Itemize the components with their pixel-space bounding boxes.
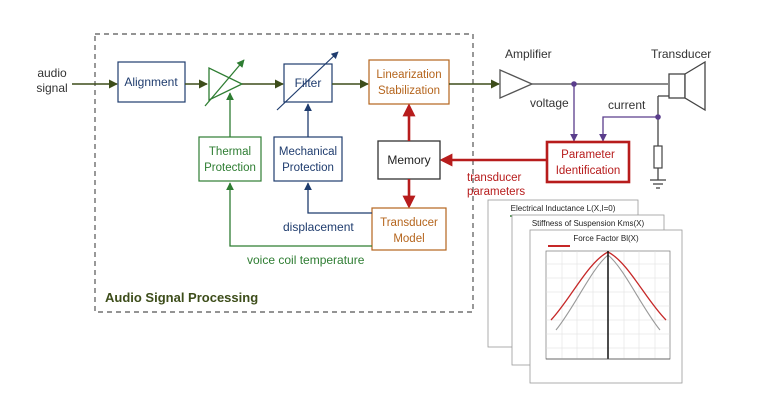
thermal-protection-block[interactable] [198,136,262,182]
plot-card-inductance-title: Electrical Inductance L(X,I=0) [511,204,616,213]
speaker-cone-icon [684,60,706,112]
transducer-model-label-2: Model [393,233,424,245]
audio-input-label-1: audio [37,66,67,80]
parameter-plots-stack: Electrical Inductance L(X,I=0) Stiffness… [487,199,683,384]
memory-block[interactable] [377,140,441,180]
amplifier-label: Amplifier [505,47,552,61]
mechanical-protection-block[interactable] [273,136,343,182]
current-label: current [608,98,646,112]
parameter-identification-block[interactable] [545,140,631,184]
plot-card-force-factor-title: Force Factor Bl(X) [573,234,639,243]
transducer-parameters-label-1: transducer [467,172,522,184]
voice-coil-temperature-path [226,182,372,247]
alignment-label: Alignment [124,75,178,89]
audio-signal-processing-label: Audio Signal Processing [105,290,258,305]
transducer-parameters-label-2: parameters [467,186,525,198]
speaker-magnet [668,73,686,99]
plot-card-stiffness-title: Stiffness of Suspension Kms(X) [532,219,645,228]
voice-coil-temperature-label: voice coil temperature [247,253,365,267]
audio-signal-processing-frame [94,33,474,313]
shunt-resistor [653,145,663,169]
displacement-arrow [304,182,372,214]
parameter-label: Parameter [561,149,615,161]
amplifier-triangle [499,69,534,99]
linearization-label: Linearization [376,69,441,81]
filter-adjust-arrow [276,51,339,111]
current-to-param-arrow [599,116,658,142]
alignment-block[interactable] [117,61,186,103]
variable-gain-adjust-arrow [204,59,245,107]
force-factor-grid [546,251,670,359]
displacement-label: displacement [283,220,354,234]
stabilization-label: Stabilization [378,85,440,97]
transducer-label: Transducer [651,47,711,61]
memory-label: Memory [387,153,430,167]
mechanical-label: Mechanical [279,146,337,158]
thermal-protection-label: Protection [204,162,256,174]
filter-label: Filter [295,76,322,90]
transducer-model-label-1: Transducer [380,217,438,229]
transducer-model-block[interactable] [371,207,447,251]
mechanical-protection-label: Protection [282,162,334,174]
thermal-label: Thermal [209,146,251,158]
identification-label: Identification [556,165,621,177]
linearization-stabilization-block[interactable] [368,59,450,105]
audio-input-label-2: signal [36,81,67,95]
voltage-label: voltage [530,96,569,110]
